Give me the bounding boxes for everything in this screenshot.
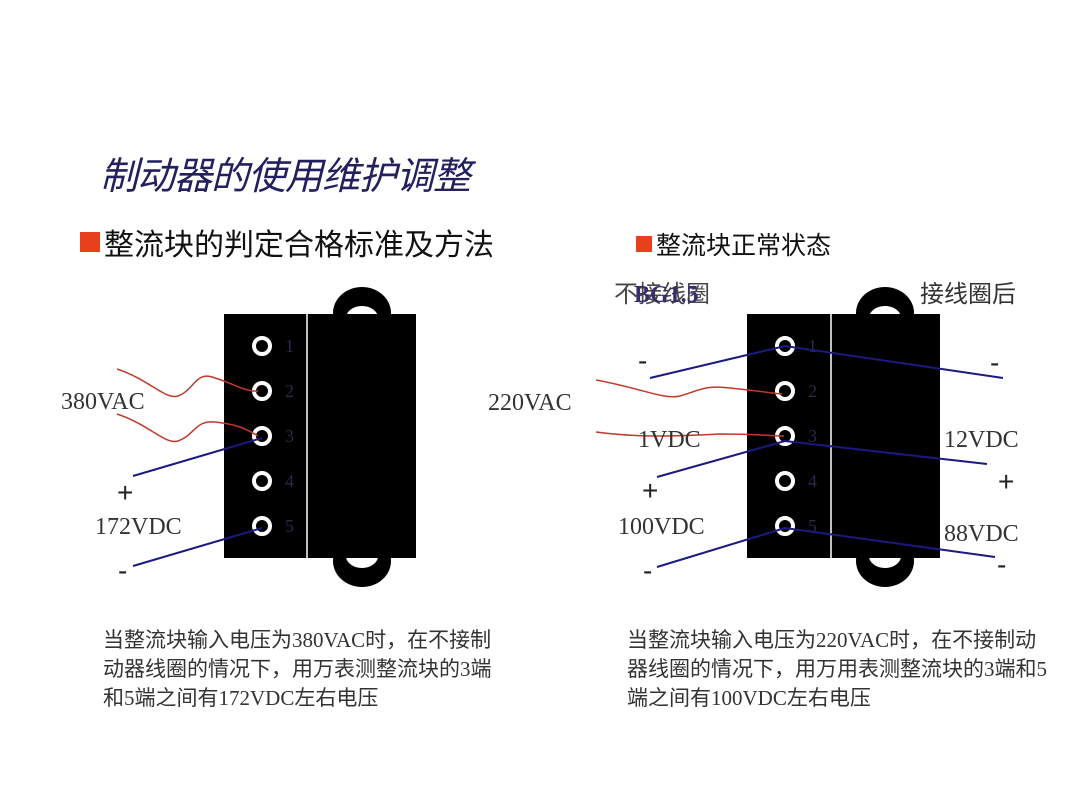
left-heading-text: 整流块的判定合格标准及方法 (104, 228, 494, 263)
output-voltage-label: 172VDC (95, 514, 182, 540)
terminal-5-label: 5 (285, 516, 294, 536)
right-heading: 整流块正常状态 (636, 226, 831, 262)
right-heading-text: 整流块正常状态 (656, 231, 832, 260)
input-voltage-label: 380VAC (61, 389, 145, 415)
before-coil-label: 不接线圈 (614, 281, 710, 308)
terminal-2-label: 2 (285, 381, 294, 401)
ac-wire-2 (595, 431, 785, 437)
after-minus: - (997, 549, 1006, 580)
terminal-1-label: 1 (808, 336, 817, 356)
ac-wire-2 (116, 413, 259, 443)
input-voltage-label: 220VAC (488, 390, 572, 416)
left-rectifier: 1 2 3 4 5 380VAC + 172VDC - (61, 287, 416, 587)
after-minus-top: - (990, 347, 999, 378)
wire-terminal-3 (656, 439, 988, 478)
model-label: BG1.5 (634, 282, 699, 308)
after-voltage-13: 12VDC (944, 427, 1019, 453)
before-plus: + (642, 475, 658, 506)
terminal-2-label: 2 (808, 381, 817, 401)
terminal-3-label: 3 (808, 426, 817, 446)
after-plus: + (998, 466, 1014, 497)
left-heading: 整流块的判定合格标准及方法 (80, 220, 494, 264)
after-coil-label: 接线圈后 (920, 281, 1016, 308)
before-voltage-13: 1VDC (638, 427, 701, 453)
terminals (775, 336, 795, 536)
after-voltage-35: 88VDC (944, 521, 1019, 547)
before-minus: - (643, 555, 652, 586)
bullet-icon (636, 236, 652, 252)
wire-terminal-5 (656, 526, 996, 568)
terminal-4-label: 4 (808, 471, 817, 491)
plus-sign: + (117, 477, 133, 508)
terminal-4-label: 4 (285, 471, 294, 491)
terminal-5-label: 5 (808, 516, 817, 536)
ac-wire-1 (595, 379, 783, 398)
before-minus-top: - (638, 345, 647, 376)
slide-title: 制动器的使用维护调整 (100, 154, 471, 198)
dc-wire-plus (132, 437, 263, 477)
wire-terminal-1 (649, 344, 1004, 379)
right-description: 当整流块输入电压为220VAC时，在不接制动器线圈的情况下，用万用表测整流块的3… (627, 628, 1047, 710)
terminal-3-label: 3 (285, 426, 294, 446)
ac-wire-1 (116, 368, 259, 398)
right-rectifier: 1 2 3 4 5 不接线圈 BG1.5 接线圈后 220VAC - 1VDC … (488, 281, 1019, 587)
before-voltage-35: 100VDC (618, 514, 705, 540)
minus-sign: - (118, 555, 127, 586)
terminal-1-label: 1 (285, 336, 294, 356)
left-description: 当整流块输入电压为380VAC时，在不接制动器线圈的情况下，用万表测整流块的3端… (103, 628, 492, 710)
dc-wire-minus (132, 527, 263, 567)
bullet-icon (80, 232, 100, 252)
